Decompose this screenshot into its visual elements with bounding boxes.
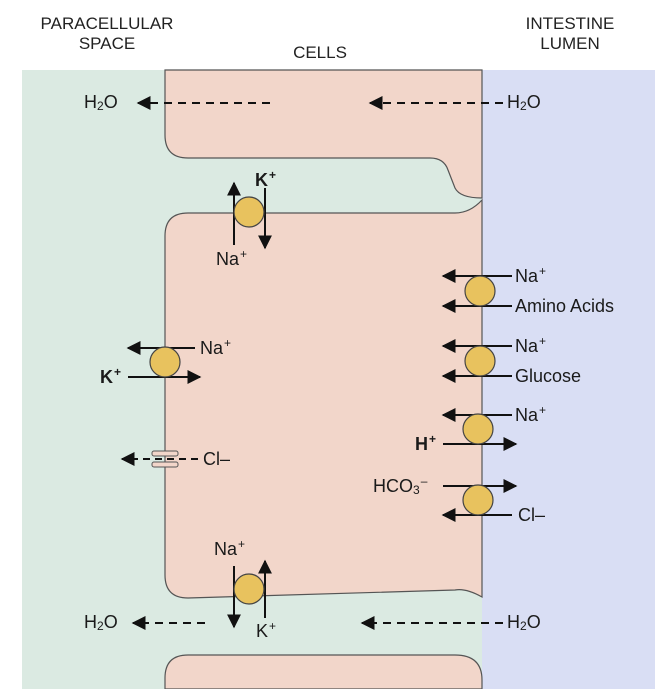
header-cells: CELLS — [293, 43, 347, 62]
cell-middle — [164, 198, 483, 599]
header-paracellular-line1: PARACELLULAR — [40, 14, 174, 33]
na-glucose-label: Na+ — [515, 334, 547, 356]
hco3-label: HCO3– — [373, 474, 428, 497]
intestine-lumen — [482, 70, 655, 689]
pump-left-circle — [149, 346, 181, 378]
h-ion-label: H+ — [415, 432, 437, 454]
header-paracellular-line2: SPACE — [78, 34, 136, 53]
header-intestine: INTESTINE LUMEN — [490, 14, 650, 54]
cl-right-label: Cl– — [518, 505, 546, 525]
pump-top-circle — [233, 196, 265, 228]
h2o-top-left-label: H2O — [84, 92, 118, 113]
h2o-bottom-left-label: H2O — [84, 612, 118, 633]
na-h-label: Na+ — [515, 403, 547, 425]
cl-channel-upper — [151, 450, 179, 457]
cl-left-label: Cl– — [203, 449, 231, 469]
k-bottom-label: K+ — [256, 619, 277, 641]
k-left-label: K+ — [100, 365, 122, 387]
pump-bottom-circle — [233, 573, 265, 605]
h2o-top-right-label: H2O — [507, 92, 541, 113]
exchanger-hco3-cl-circle — [462, 484, 494, 516]
cell-bottom — [164, 654, 483, 689]
k-top-label: K+ — [255, 168, 277, 190]
na-amino-label: Na+ — [515, 264, 547, 286]
header-paracellular: PARACELLULAR SPACE — [12, 14, 202, 54]
h2o-bottom-right-label: H2O — [507, 612, 541, 633]
na-top-label: Na+ — [216, 247, 248, 269]
cotransporter-glucose-circle — [464, 345, 496, 377]
header-intestine-line1: INTESTINE — [525, 14, 615, 33]
na-bottom-label: Na+ — [214, 537, 246, 559]
amino-acids-label: Amino Acids — [515, 296, 615, 316]
header-intestine-line2: LUMEN — [540, 34, 600, 53]
cotransporter-amino-circle — [464, 275, 496, 307]
glucose-label: Glucose — [515, 366, 582, 386]
cl-channel-lower — [151, 461, 179, 468]
na-left-label: Na+ — [200, 336, 232, 358]
exchanger-na-h-circle — [462, 413, 494, 445]
